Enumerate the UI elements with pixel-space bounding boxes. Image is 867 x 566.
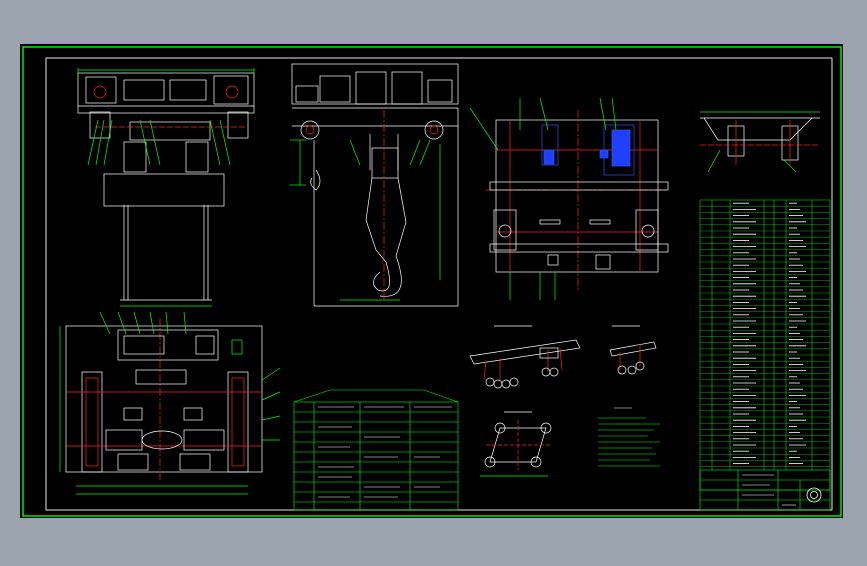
view-mechanism-plan — [59, 311, 281, 495]
view-trolley-plan — [469, 97, 669, 300]
view-trolley-side — [77, 68, 255, 307]
view-hole-layout — [480, 411, 552, 477]
view-hook-assembly — [290, 63, 459, 307]
parameter-table — [293, 389, 459, 511]
outer-border — [22, 46, 842, 517]
sheet-background — [20, 44, 843, 518]
title-block — [699, 469, 831, 511]
parts-list — [699, 199, 831, 491]
view-shaft-detail-1 — [469, 325, 581, 389]
circle-logo-icon — [806, 487, 822, 503]
parameter-table-text — [318, 406, 452, 498]
view-wheel-detail — [700, 111, 820, 173]
parts-list-rows — [700, 202, 830, 467]
technical-notes — [598, 407, 660, 467]
title-block-text — [742, 474, 796, 506]
view-shaft-detail-2 — [609, 325, 657, 375]
